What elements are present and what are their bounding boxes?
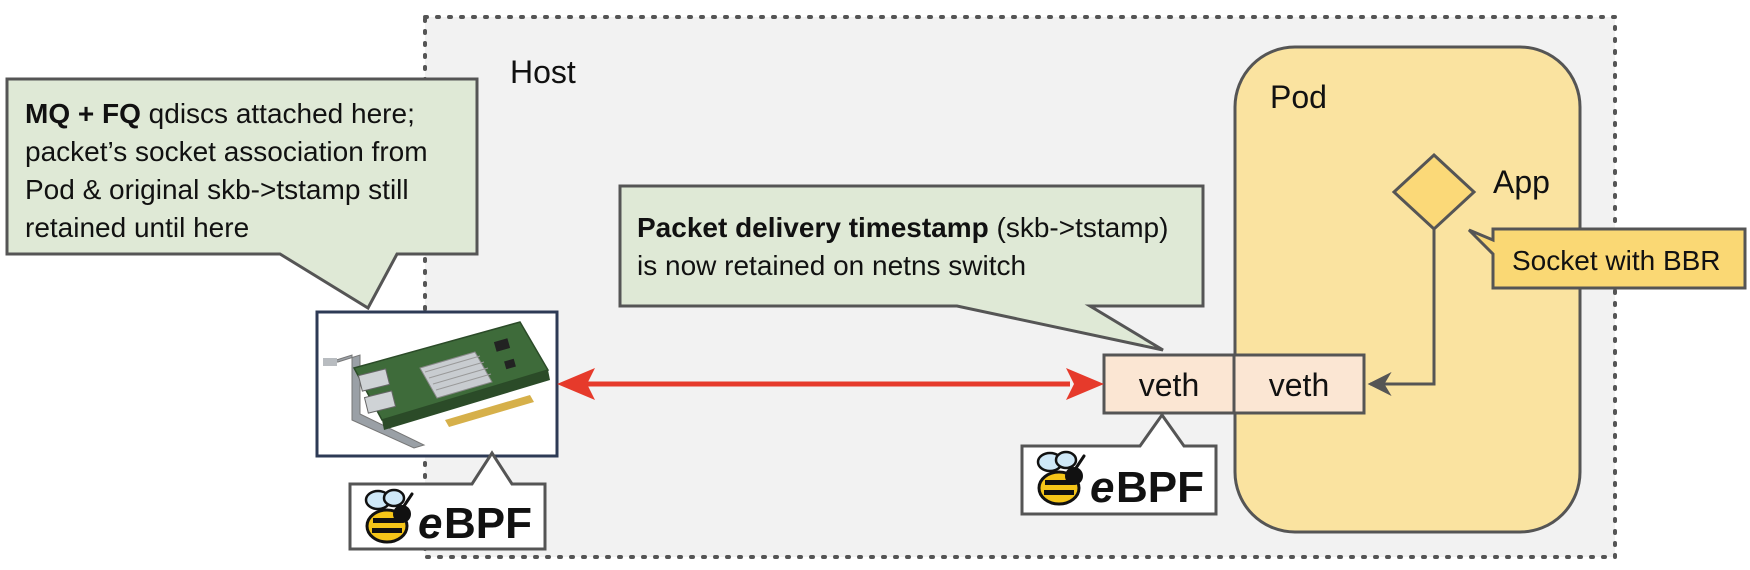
callout-middle-line1: Packet delivery timestamp (skb->tstamp) [637, 209, 1207, 247]
veth-host-box [1102, 353, 1236, 415]
callout-left-text: MQ + FQ qdiscs attached here; packet’s s… [25, 95, 475, 247]
callout-left-bubble [5, 77, 479, 311]
callout-left-line2: packet’s socket association from [25, 136, 428, 167]
callout-left-line1-rest: qdiscs attached here; [140, 98, 415, 129]
callout-left-line1: MQ + FQ qdiscs attached here; [25, 95, 475, 133]
callout-middle-bold: Packet delivery timestamp [637, 212, 989, 243]
socket-callout-bubble [1467, 227, 1747, 290]
veth-pod-box [1232, 353, 1366, 415]
ebpf-right-e: e [1090, 463, 1114, 512]
ebpf-right-bpf: BPF [1116, 463, 1204, 512]
callout-middle-bubble [618, 184, 1205, 352]
nic-veth-arrow [557, 368, 1104, 400]
callout-left-bold: MQ + FQ [25, 98, 141, 129]
app-label: App [1493, 164, 1550, 200]
callout-left-line3: Pod & original skb->tstamp still [25, 174, 409, 205]
ebpf-left-e: e [418, 499, 442, 548]
veth-pod-label: veth [1269, 367, 1329, 403]
veth-host-label: veth [1139, 367, 1199, 403]
app-veth-connector [1367, 229, 1436, 396]
callout-middle-line2: is now retained on netns switch [637, 250, 1027, 281]
network-card-icon [323, 321, 550, 449]
host-label: Host [510, 54, 576, 90]
bee-icon [364, 488, 414, 544]
socket-label: Socket with BBR [1512, 245, 1721, 276]
callout-left-line4: retained until here [25, 212, 250, 243]
ebpf-left-bpf: BPF [444, 499, 532, 548]
pod-label: Pod [1270, 79, 1327, 115]
callout-middle-line1-rest: (skb->tstamp) [988, 212, 1169, 243]
bee-icon [1036, 450, 1086, 506]
callout-middle-text: Packet delivery timestamp (skb->tstamp) … [637, 209, 1207, 285]
